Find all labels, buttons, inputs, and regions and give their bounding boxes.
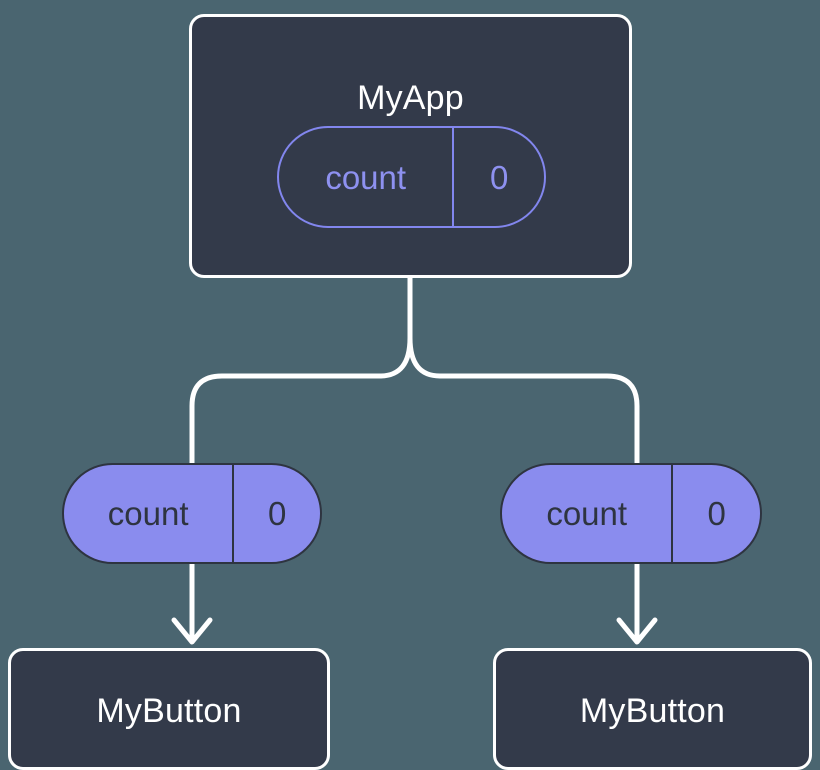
edge-app-to-children — [189, 275, 413, 466]
state-pill-name: count — [325, 158, 407, 196]
arrowhead-right — [616, 617, 658, 645]
props-pill-value: 0 — [671, 465, 760, 562]
component-title-myapp: MyApp — [357, 79, 464, 117]
component-node-myapp[interactable]: MyApp — [189, 14, 632, 278]
arrowhead-left — [171, 617, 213, 645]
component-title-mybutton-left: MyButton — [96, 692, 242, 730]
edge-app-to-children-right — [407, 335, 640, 466]
props-pill-value: 0 — [232, 465, 320, 562]
props-pill-name: count — [546, 495, 628, 532]
state-pill-value: 0 — [452, 128, 544, 226]
component-node-mybutton-left[interactable]: MyButton — [8, 648, 330, 770]
state-pill-app-count[interactable]: count 0 — [277, 126, 546, 228]
props-pill-left-count[interactable]: count 0 — [62, 463, 322, 564]
component-node-mybutton-right[interactable]: MyButton — [493, 648, 812, 770]
component-title-mybutton-right: MyButton — [579, 692, 726, 730]
props-pill-name: count — [107, 495, 189, 532]
props-pill-right-count[interactable]: count 0 — [500, 463, 762, 564]
